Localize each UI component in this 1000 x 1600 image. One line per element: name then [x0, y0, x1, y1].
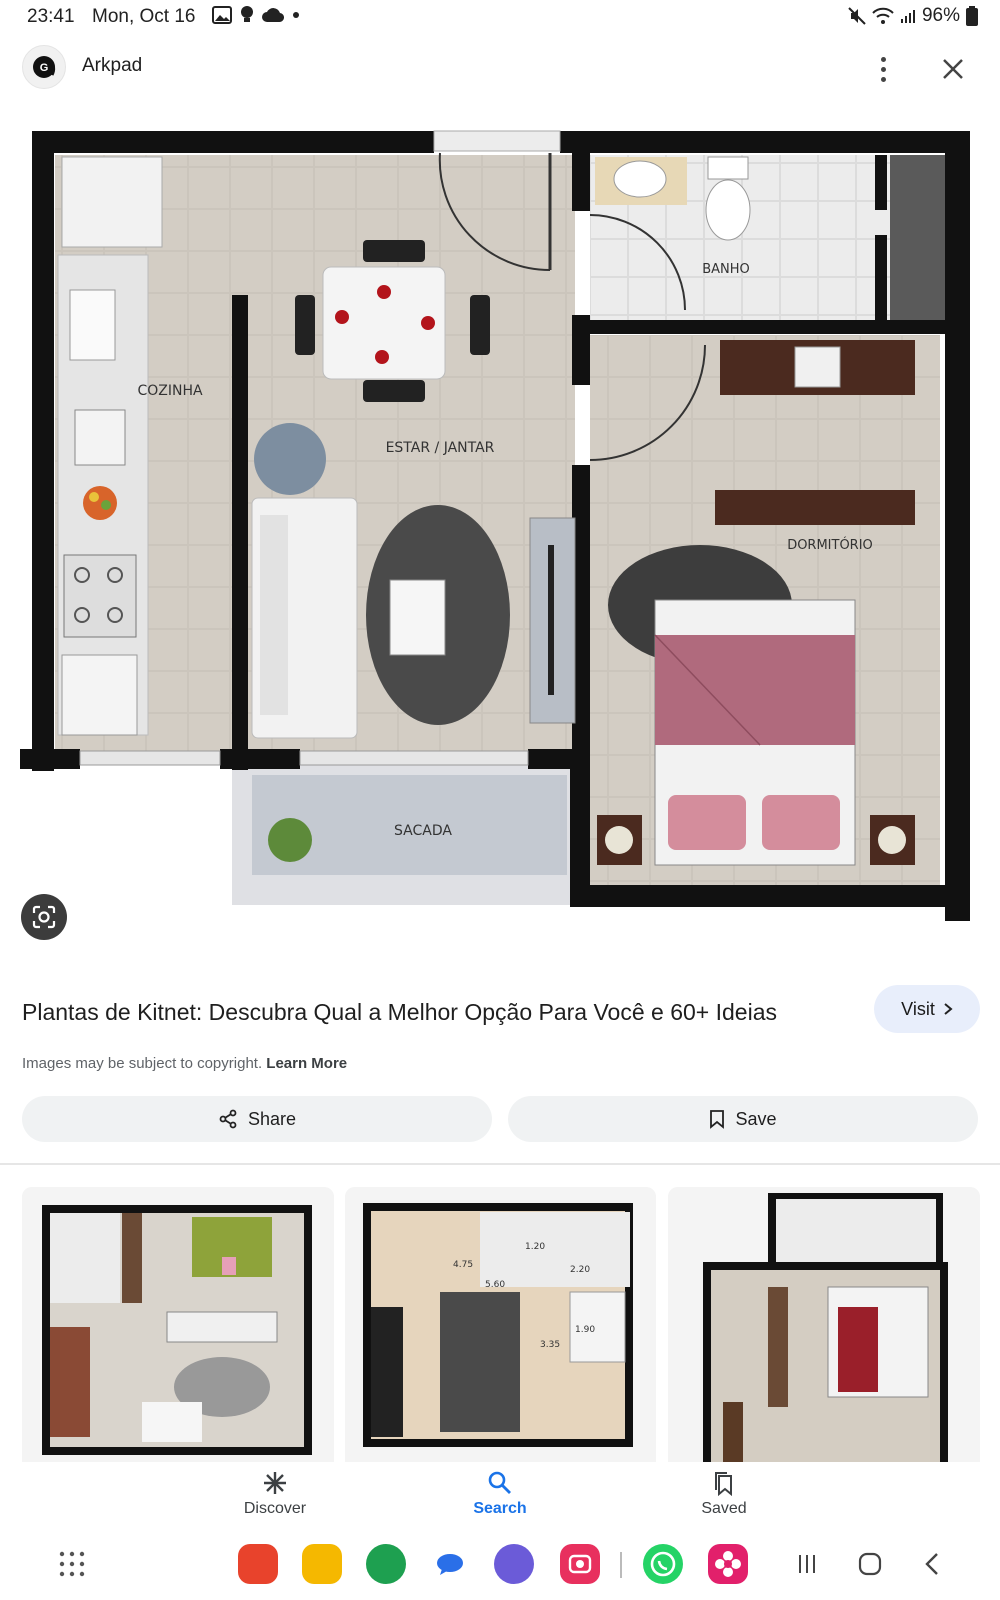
home-icon[interactable] [857, 1551, 883, 1577]
battery-percent: 96% [921, 5, 960, 26]
battery-icon [966, 6, 978, 26]
dim-2: 5.60 [485, 1280, 505, 1290]
share-icon [219, 1109, 237, 1129]
label-banho: BANHO [702, 262, 750, 277]
label-dormitorio: DORMITÓRIO [787, 537, 873, 553]
nav-saved[interactable]: Saved [664, 1470, 784, 1518]
app-drawer-icon[interactable] [58, 1550, 86, 1578]
related-floorplan-2: 4.75 5.60 2.20 1.20 1.90 3.35 [345, 1187, 656, 1470]
related-floorplan-3 [668, 1187, 980, 1470]
nav-search-label: Search [473, 1500, 527, 1517]
share-button[interactable]: Share [22, 1096, 492, 1142]
arkpad-logo-icon: G [33, 56, 56, 78]
related-image-1[interactable] [22, 1187, 334, 1470]
learn-more-link[interactable]: Learn More [266, 1055, 348, 1072]
label-sacada: SACADA [394, 823, 452, 839]
site-logo[interactable]: G [22, 45, 66, 89]
camera-icon [568, 1554, 592, 1574]
dim-3: 2.20 [570, 1265, 590, 1275]
dim-5: 1.90 [575, 1325, 595, 1335]
dot-icon [293, 12, 299, 18]
phone-icon [650, 1551, 676, 1577]
status-bar: 23:41 Mon, Oct 16 96% [0, 0, 1000, 34]
blossom-app-icon[interactable] [708, 1544, 748, 1584]
flipboard-app-icon[interactable] [238, 1544, 278, 1584]
system-icons: 96% [848, 5, 978, 27]
cloud-icon [262, 8, 284, 23]
save-label: Save [735, 1108, 777, 1129]
section-divider [0, 1163, 1000, 1165]
bottom-navigation: Discover Search Saved [0, 1462, 1000, 1534]
visit-label: Visit [901, 998, 935, 1019]
related-image-2[interactable]: 4.75 5.60 2.20 1.20 1.90 3.35 [345, 1187, 656, 1470]
chevron-right-icon [944, 1003, 953, 1015]
bookmark-icon [710, 1110, 725, 1129]
system-dock [0, 1534, 1000, 1600]
source-header: G Arkpad [0, 40, 1000, 98]
saved-collection-icon [715, 1472, 732, 1496]
label-cozinha: COZINHA [137, 383, 203, 399]
google-lens-button[interactable] [21, 894, 67, 940]
nav-search[interactable]: Search [440, 1470, 560, 1518]
recent-apps-icon[interactable] [795, 1552, 819, 1576]
related-image-3[interactable] [668, 1187, 980, 1470]
signal-icon [900, 10, 915, 23]
dim-6: 3.35 [540, 1340, 560, 1350]
notification-icons [212, 5, 300, 25]
bulb-icon [241, 6, 253, 22]
status-date: Mon, Oct 16 [92, 6, 196, 27]
messages-bubble-icon [437, 1554, 463, 1575]
copyright-notice: Images may be subject to copyright. Lear… [22, 1055, 347, 1072]
files-app-icon[interactable] [302, 1544, 342, 1584]
back-icon[interactable] [922, 1551, 944, 1577]
nav-saved-label: Saved [701, 1500, 747, 1517]
asterisk-icon [264, 1472, 286, 1494]
logo-letter: G [40, 62, 49, 74]
dim-1: 4.75 [453, 1260, 473, 1270]
related-floorplan-1 [22, 1187, 334, 1470]
visit-button[interactable]: Visit [874, 985, 980, 1033]
more-options-button[interactable] [868, 52, 898, 86]
nav-discover-label: Discover [243, 1500, 307, 1517]
status-time: 23:41 [27, 6, 75, 27]
camera-app-icon[interactable] [560, 1544, 600, 1584]
share-label: Share [247, 1108, 297, 1129]
mute-icon [848, 7, 866, 25]
whatsapp-app-icon[interactable] [643, 1544, 683, 1584]
label-estar-jantar: ESTAR / JANTAR [386, 440, 495, 456]
copyright-text: Images may be subject to copyright. [22, 1055, 263, 1072]
wifi-icon [872, 7, 894, 24]
nav-discover[interactable]: Discover [215, 1470, 335, 1518]
gallery-icon [212, 6, 232, 24]
floorplan-image[interactable]: COZINHA ESTAR / JANTAR BANHO DORMITÓRIO … [20, 125, 980, 925]
result-title[interactable]: Plantas de Kitnet: Descubra Qual a Melho… [22, 999, 777, 1025]
chat-app-icon[interactable] [366, 1544, 406, 1584]
browser-app-icon[interactable] [494, 1544, 534, 1584]
search-icon [488, 1471, 511, 1494]
lens-icon [32, 905, 56, 929]
flower-icon [715, 1551, 741, 1577]
save-button[interactable]: Save [508, 1096, 978, 1142]
close-icon[interactable] [938, 54, 968, 84]
messages-app-icon[interactable] [430, 1544, 470, 1584]
site-name[interactable]: Arkpad [82, 55, 143, 76]
dim-4: 1.20 [525, 1242, 545, 1252]
dock-separator [620, 1552, 622, 1578]
